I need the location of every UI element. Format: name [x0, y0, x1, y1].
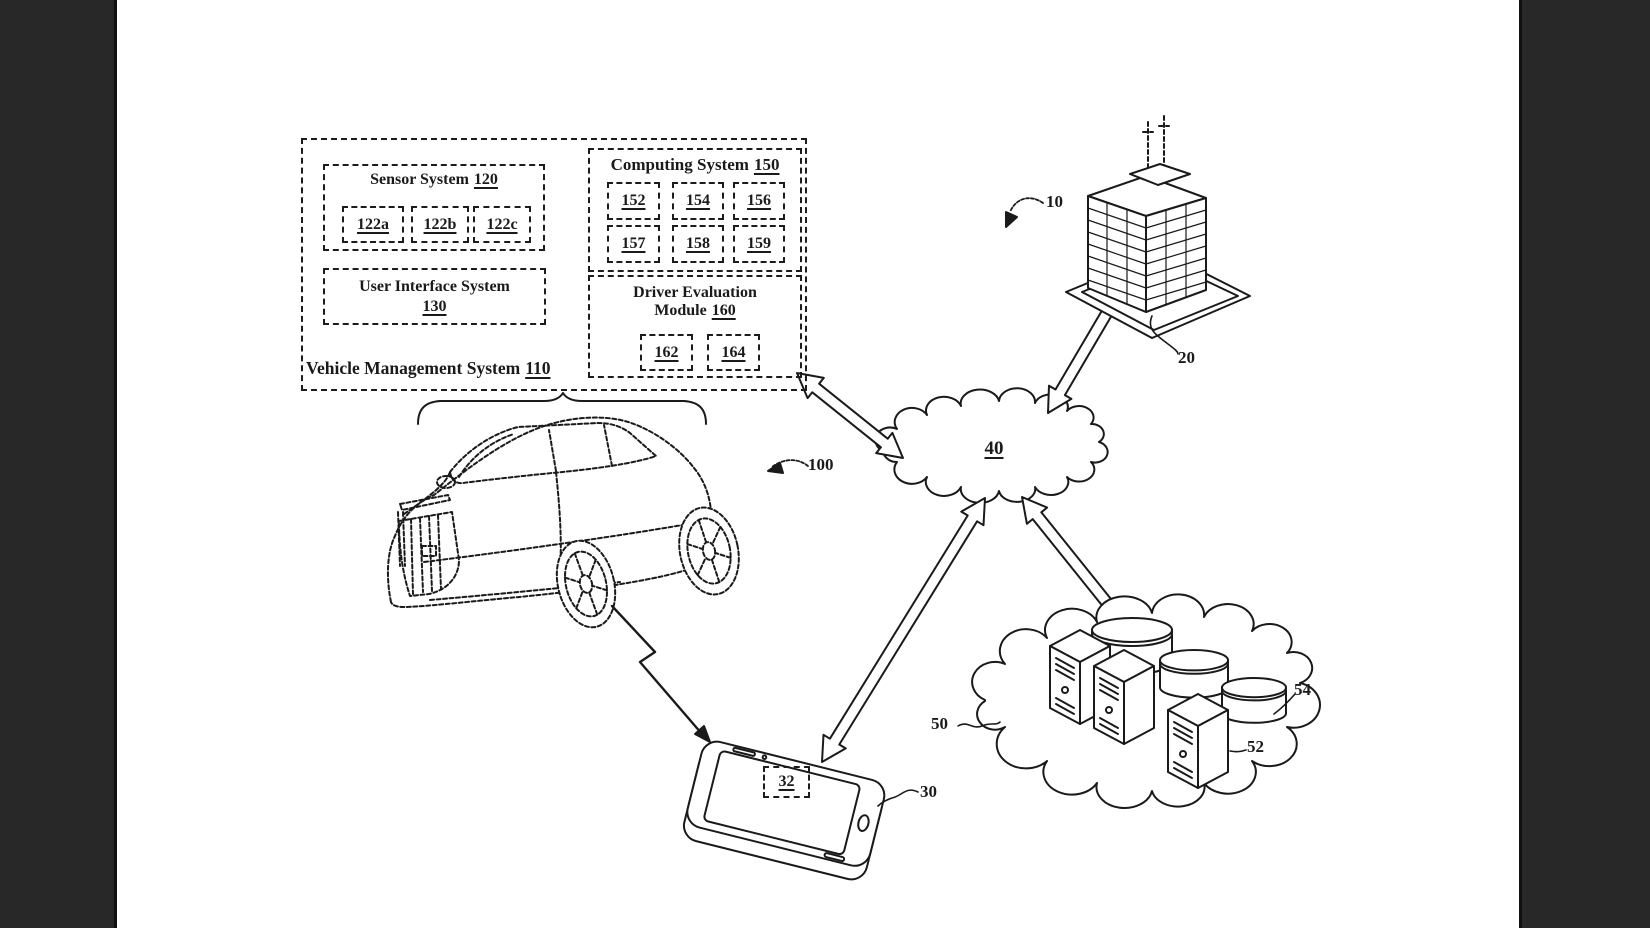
vehicle-emblem — [422, 546, 436, 556]
component-box-162: 162 — [640, 334, 693, 371]
server-cloud — [958, 594, 1320, 808]
ref-150: 150 — [753, 155, 780, 174]
component-box-157: 157 — [607, 225, 660, 263]
leader-50 — [958, 722, 1000, 727]
right-black-bar — [1519, 0, 1650, 928]
smartphone-drawing — [681, 738, 888, 882]
leader-52 — [1230, 750, 1246, 752]
network-cloud-40 — [875, 388, 1107, 503]
vehicle-mirror — [437, 476, 455, 488]
vehicle-rear-wheel — [671, 502, 746, 600]
vehicle-drawing — [388, 418, 747, 634]
ref-label-40: 40 — [984, 438, 1004, 459]
ref-130: 130 — [422, 297, 447, 315]
user-interface-system-label: User Interface System — [359, 277, 510, 295]
building-leader-20 — [1150, 316, 1178, 354]
component-box-32: 32 — [763, 766, 810, 798]
ref-arrow-10 — [1006, 198, 1043, 227]
ref-110: 110 — [525, 358, 551, 378]
arrow-phone-network — [822, 498, 985, 762]
component-box-164: 164 — [707, 334, 760, 371]
database-cylinder — [1221, 677, 1287, 724]
vehicle-front-wheel — [548, 535, 624, 634]
ref-120: 120 — [473, 171, 498, 188]
smartphone-camera — [762, 755, 766, 759]
left-black-bar — [0, 0, 117, 928]
ref-label-52: 52 — [1247, 737, 1264, 756]
ref-arrow-100 — [768, 460, 808, 473]
vehicle-brace — [418, 393, 706, 424]
ref-160: 160 — [711, 302, 736, 320]
component-box-159: 159 — [733, 225, 785, 263]
vehicle-greenhouse — [450, 423, 656, 483]
component-box-152: 152 — [607, 182, 660, 220]
ref-label-100: 100 — [808, 455, 834, 474]
component-box-156: 156 — [733, 182, 785, 220]
server-tower — [1167, 693, 1229, 789]
server-tower — [1093, 649, 1155, 745]
ref-label-20: 20 — [1178, 348, 1195, 367]
component-box-158: 158 — [672, 225, 724, 263]
leader-30 — [878, 790, 918, 806]
smartphone-body — [684, 738, 888, 869]
component-box-154: 154 — [672, 182, 724, 220]
vehicle-character-line — [424, 522, 700, 562]
arrow-vms-network — [797, 373, 903, 458]
building-windows — [1088, 203, 1206, 305]
vehicle-management-system-box — [301, 138, 807, 391]
leader-54 — [1274, 694, 1295, 714]
database-cylinder — [1159, 649, 1229, 699]
user-interface-system-box: User Interface System 130 — [323, 268, 546, 325]
building-antenna — [1143, 116, 1169, 172]
component-box-122b: 122b — [411, 206, 469, 243]
vehicle-headlight — [400, 495, 450, 510]
smartphone-button — [857, 814, 871, 832]
ref-label-54: 54 — [1294, 680, 1311, 699]
smartphone-speaker — [733, 747, 755, 756]
component-box-122a: 122a — [342, 206, 404, 243]
ref-label-30: 30 — [920, 782, 937, 801]
vehicle-body — [388, 418, 712, 607]
office-building — [1066, 116, 1250, 354]
component-box-122c: 122c — [473, 206, 531, 243]
wireless-bolt — [612, 606, 710, 742]
ref-label-10: 10 — [1046, 192, 1063, 211]
ref-label-50: 50 — [931, 714, 948, 733]
